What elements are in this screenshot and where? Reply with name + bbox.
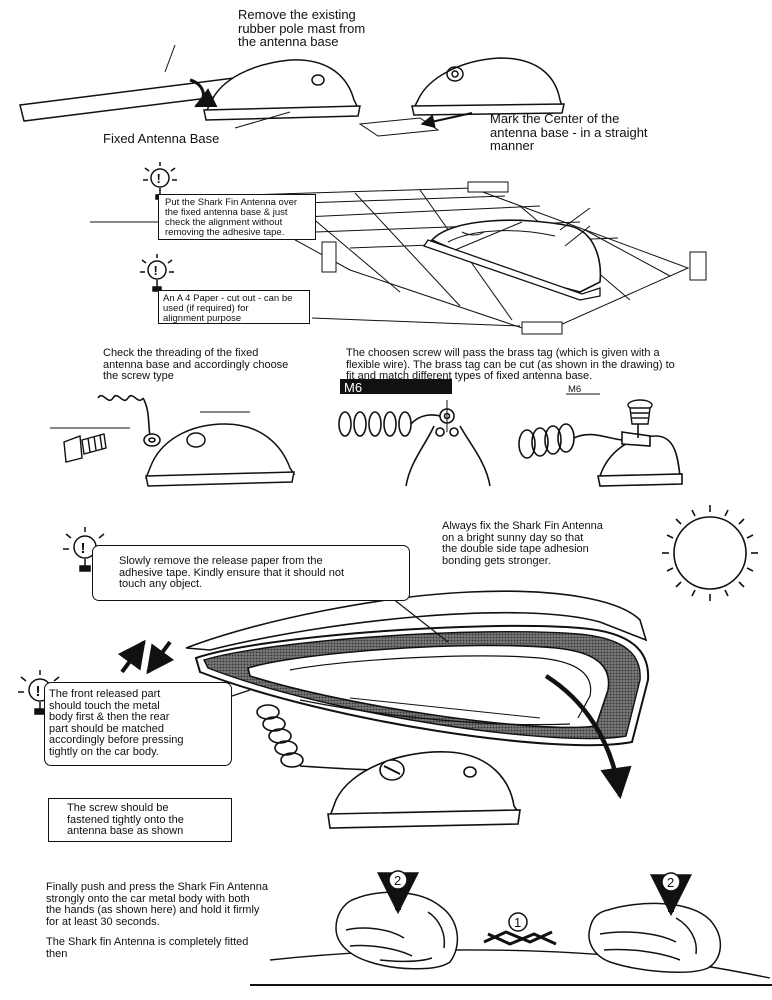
hand-icon — [335, 891, 459, 970]
callout-a4-paper: An A 4 Paper - cut out - can be used (if… — [158, 290, 310, 324]
step-final-push: Finally push and press the Shark Fin Ant… — [46, 881, 268, 928]
antenna-base-drawing — [327, 751, 521, 829]
svg-text:!: ! — [157, 171, 161, 186]
svg-text:!: ! — [81, 540, 86, 557]
screw-icon — [50, 427, 130, 463]
step-mark-center: Mark the Center of the antenna base - in… — [490, 111, 648, 154]
step-always-fix: Always fix the Shark Fin Antenna on a br… — [442, 520, 603, 567]
shark-fin-drawing — [185, 590, 650, 747]
screw-icon — [566, 393, 653, 425]
step-fitted: The Shark fin Antenna is completely fitt… — [46, 936, 249, 960]
alignment-grid — [213, 181, 707, 335]
step-remove-mast: Remove the existing rubber pole mast fro… — [238, 7, 366, 50]
callout-screw-fasten: The screw should be fastened tightly ont… — [48, 798, 232, 842]
step-brass-tag: The choosen screw will pass the brass ta… — [346, 347, 675, 383]
base-mark-drawing — [358, 57, 565, 137]
step-badge-two-right: 2 — [667, 875, 674, 890]
coil-wire-icon — [97, 394, 161, 447]
antenna-base-drawing — [144, 411, 296, 487]
base-with-tag-drawing — [518, 423, 683, 487]
step-release-paper: Slowly remove the release paper from the… — [119, 555, 345, 591]
sun-icon — [662, 505, 758, 601]
brass-tag-drawing — [338, 400, 491, 487]
alert-bulb-icon: ! — [18, 670, 62, 715]
hand-icon — [588, 902, 721, 974]
callout-release-paper: Slowly remove the release paper from the… — [92, 545, 410, 601]
step-number-badges — [388, 870, 681, 932]
label-m6-small: M6 — [568, 384, 582, 395]
svg-text:!: ! — [154, 263, 158, 278]
step-check-thread: Check the threading of the fixed antenna… — [103, 347, 289, 383]
step-a4-paper: An A 4 Paper - cut out - can be used (if… — [163, 293, 293, 324]
step-badge-two-left: 2 — [394, 873, 401, 888]
alert-bulb-icon: ! — [140, 254, 174, 292]
svg-text:!: ! — [36, 683, 41, 700]
step-badge-one: 1 — [514, 915, 521, 930]
m6-label-bar — [340, 379, 452, 394]
step-screw-fasten: The screw should be fastened tightly ont… — [67, 802, 184, 838]
label-fixed-base: Fixed Antenna Base — [103, 131, 220, 146]
arrow-icon — [117, 639, 175, 675]
mast-base-drawing — [19, 44, 361, 129]
press-arrow-icon — [377, 872, 692, 946]
callout-front-part: The front released part should touch the… — [44, 682, 232, 766]
coil-wire-icon — [256, 704, 383, 771]
step-front-part: The front released part should touch the… — [49, 688, 184, 758]
arrow-icon — [544, 674, 632, 800]
m6-label: M6 — [344, 380, 362, 395]
callout-put-over: Put the Shark Fin Antenna over the fixed… — [158, 194, 316, 240]
step-put-over: Put the Shark Fin Antenna over the fixed… — [165, 197, 298, 238]
